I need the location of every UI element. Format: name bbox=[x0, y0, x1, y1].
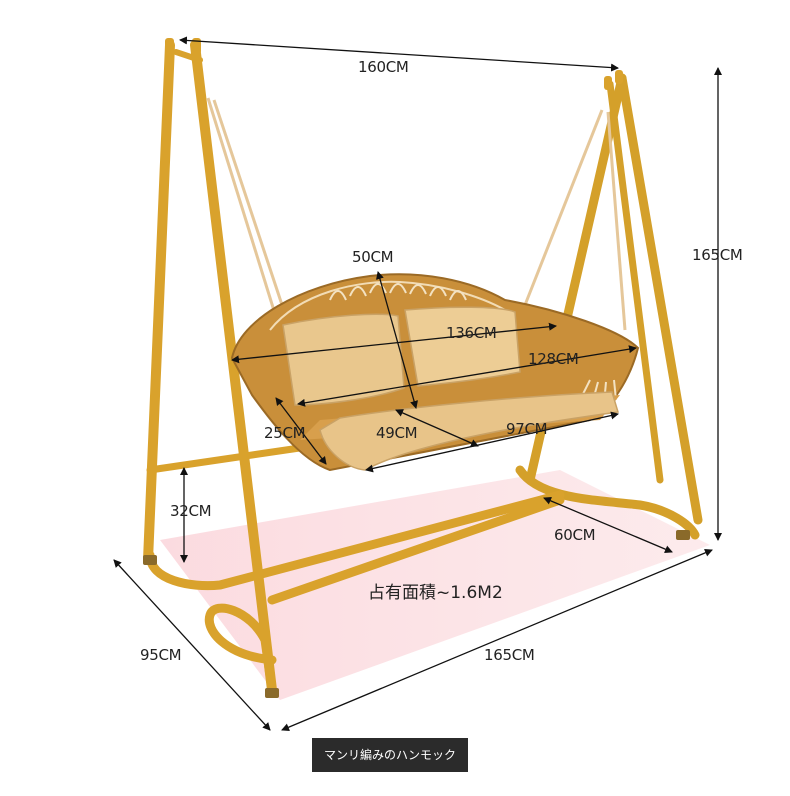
dim-seat-inner-width: 128CM bbox=[528, 350, 579, 368]
floor-area-label: 占有面積~1.6M2 bbox=[368, 583, 503, 603]
dim-back-height: 50CM bbox=[352, 248, 394, 266]
dim-side-height: 25CM bbox=[264, 424, 306, 442]
dim-base-depth: 60CM bbox=[554, 526, 596, 544]
frame-tips bbox=[143, 38, 690, 698]
dim-seat-clearance: 32CM bbox=[170, 502, 212, 520]
dim-seat-width: 97CM bbox=[506, 420, 548, 438]
dim-cushion-width: 136CM bbox=[446, 324, 497, 342]
dim-footprint-width: 165CM bbox=[484, 646, 535, 664]
dim-height: 165CM bbox=[692, 246, 743, 264]
dim-seat-depth: 49CM bbox=[376, 424, 418, 442]
dim-top-width: 160CM bbox=[358, 58, 409, 76]
dimension-lines bbox=[113, 36, 722, 731]
dim-footprint-depth: 95CM bbox=[140, 646, 182, 664]
product-caption: マンリ編みのハンモック bbox=[312, 738, 469, 772]
ropes bbox=[206, 97, 627, 336]
